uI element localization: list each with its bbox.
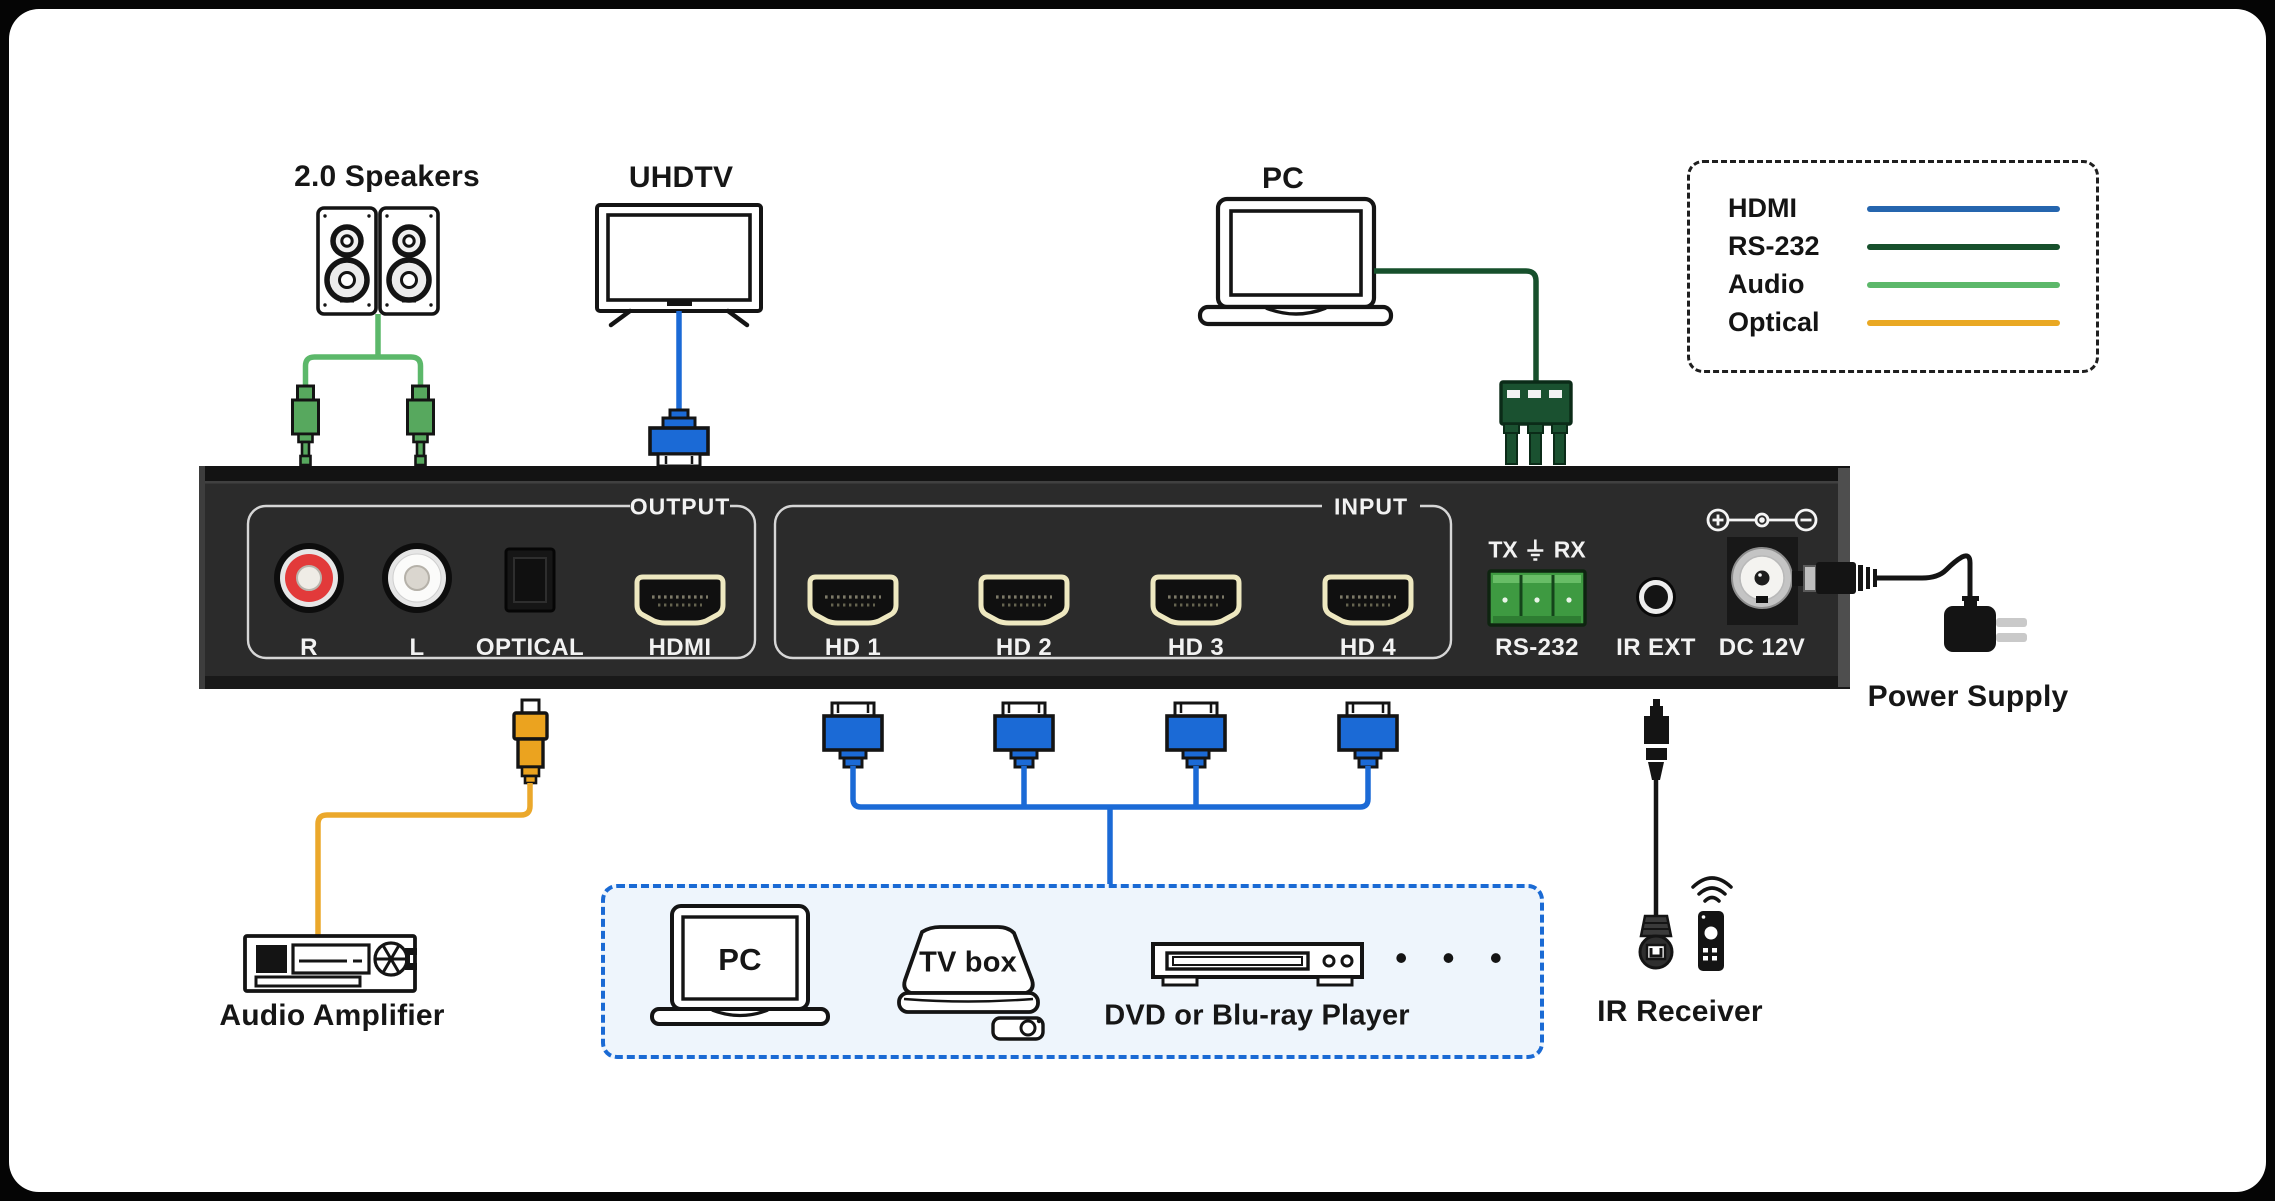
legend-row-hdmi: HDMI bbox=[1728, 193, 2060, 224]
port-label-hd3: HD 3 bbox=[1167, 634, 1225, 661]
audio-cable bbox=[302, 314, 424, 386]
audio-amplifier-label: Audio Amplifier bbox=[219, 999, 445, 1032]
ir-receiver-label: IR Receiver bbox=[1597, 995, 1763, 1028]
speakers-icon bbox=[318, 208, 438, 314]
legend-label-rs232: RS-232 bbox=[1728, 231, 1820, 261]
power-cable bbox=[1877, 553, 1973, 598]
rca-port-l bbox=[382, 543, 452, 613]
more-sources-indicator: • • • bbox=[1395, 939, 1515, 978]
hdmi-input-cables bbox=[850, 766, 1371, 884]
hdmi-output-port bbox=[637, 577, 723, 623]
port-label-hdmi: HDMI bbox=[648, 634, 712, 661]
hdmi-input-port-1 bbox=[810, 577, 896, 623]
rs232-terminal-block bbox=[1487, 569, 1587, 627]
dvd-label: DVD or Blu-ray Player bbox=[1104, 999, 1410, 1032]
switcher-rear-panel bbox=[199, 466, 1850, 689]
input-group-label: INPUT bbox=[1334, 493, 1408, 520]
uhdtv-label: UHDTV bbox=[628, 161, 734, 194]
ir-jack-plug bbox=[1644, 699, 1669, 780]
dvd-player-icon bbox=[1151, 942, 1364, 987]
rx-label: RX bbox=[1553, 536, 1586, 563]
legend-line-rs232 bbox=[1867, 243, 2060, 250]
dc-polarity-icon bbox=[1706, 508, 1818, 532]
port-label-r: R bbox=[300, 634, 318, 661]
audio-plug-right bbox=[406, 384, 435, 467]
legend: HDMI RS-232 Audio Optical bbox=[1687, 160, 2099, 373]
optical-cable bbox=[315, 783, 533, 938]
audio-amplifier-icon bbox=[243, 934, 417, 993]
legend-label-optical: Optical bbox=[1728, 307, 1820, 337]
ir-receiver-eye-icon bbox=[1638, 914, 1674, 970]
legend-row-rs232: RS-232 bbox=[1728, 231, 2060, 262]
port-label-hd1: HD 1 bbox=[824, 634, 882, 661]
legend-line-hdmi bbox=[1867, 205, 2060, 212]
rs232-cable bbox=[1374, 268, 1539, 384]
uhdtv-icon bbox=[595, 203, 763, 328]
dc-plug-icon bbox=[1792, 562, 1877, 594]
pc-laptop-icon bbox=[1197, 196, 1394, 327]
tv-box-icon bbox=[897, 925, 1040, 1014]
source-pc-icon bbox=[650, 904, 830, 1026]
ir-waves-icon bbox=[1691, 876, 1733, 903]
ir-ext-jack bbox=[1636, 577, 1676, 617]
toslink-connector bbox=[512, 698, 549, 785]
legend-row-audio: Audio bbox=[1728, 269, 2060, 300]
port-label-optical: OPTICAL bbox=[475, 634, 585, 661]
input-group-outline bbox=[773, 504, 1453, 660]
ir-remote-icon bbox=[1698, 911, 1724, 971]
port-label-hd4: HD 4 bbox=[1339, 634, 1397, 661]
tv-box-label: TV box bbox=[919, 946, 1017, 979]
optical-port bbox=[504, 547, 556, 613]
dc-power-jack bbox=[1727, 537, 1798, 625]
port-label-hd2: HD 2 bbox=[995, 634, 1053, 661]
hdmi-plug-hd1 bbox=[822, 701, 884, 769]
hdmi-plug-hd3 bbox=[1165, 701, 1227, 769]
pc-label: PC bbox=[1261, 162, 1305, 195]
hdmi-input-port-3 bbox=[1153, 577, 1239, 623]
hdmi-plug-hd4 bbox=[1337, 701, 1399, 769]
output-group-outline bbox=[246, 504, 757, 660]
port-label-ir-ext: IR EXT bbox=[1616, 634, 1696, 661]
rca-port-r bbox=[274, 543, 344, 613]
serial-pinout-label: TX RX bbox=[1488, 537, 1585, 564]
hdmi-plug-hd2 bbox=[993, 701, 1055, 769]
legend-label-hdmi: HDMI bbox=[1728, 193, 1797, 223]
hdmi-input-port-2 bbox=[981, 577, 1067, 623]
hdmi-plug-down bbox=[648, 408, 710, 468]
speakers-label: 2.0 Speakers bbox=[294, 160, 480, 193]
legend-line-audio bbox=[1867, 281, 2060, 288]
ground-icon bbox=[1527, 539, 1544, 561]
legend-line-optical bbox=[1867, 319, 2060, 326]
output-group-label: OUTPUT bbox=[629, 493, 731, 520]
port-label-dc-12v: DC 12V bbox=[1718, 634, 1806, 661]
phoenix-connector bbox=[1499, 380, 1573, 465]
legend-label-audio: Audio bbox=[1728, 269, 1805, 299]
source-pc-label: PC bbox=[718, 942, 762, 977]
port-label-l: L bbox=[409, 634, 425, 661]
tv-box-remote-icon bbox=[991, 1016, 1045, 1041]
power-adapter-icon bbox=[1944, 596, 2027, 652]
legend-row-optical: Optical bbox=[1728, 307, 2060, 338]
tx-label: TX bbox=[1488, 536, 1518, 563]
hdmi-input-port-4 bbox=[1325, 577, 1411, 623]
port-label-rs232: RS-232 bbox=[1495, 634, 1579, 661]
audio-plug-left bbox=[291, 384, 320, 467]
power-supply-label: Power Supply bbox=[1867, 680, 2069, 713]
